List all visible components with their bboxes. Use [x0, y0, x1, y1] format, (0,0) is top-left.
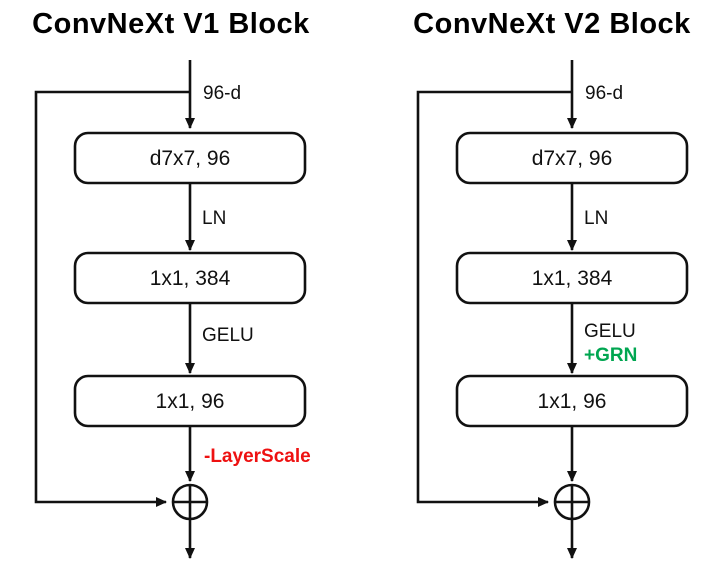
v2-dwconv-label: d7x7, 96: [532, 147, 613, 170]
v1-layerscale-removed-note: -LayerScale: [204, 446, 311, 467]
v2-grn-added-note: +GRN: [584, 345, 637, 366]
v2-block-diagram: ConvNeXt V2 Block 96-d d7x7, 96 LN 1x1, …: [413, 8, 691, 559]
v1-pwconv2-label: 1x1, 96: [156, 390, 225, 413]
v1-block-diagram: ConvNeXt V1 Block 96-d d7x7, 96 LN 1x1, …: [32, 8, 311, 559]
v2-ln-label: LN: [584, 208, 608, 229]
v1-plus-icon: [173, 485, 207, 519]
v1-skip-connection: [34, 90, 190, 507]
v2-pwconv1-label: 1x1, 384: [532, 267, 613, 290]
v2-plus-icon: [555, 485, 589, 519]
v1-gelu-label: GELU: [202, 325, 254, 346]
v1-input-dim-label: 96-d: [203, 83, 241, 104]
v1-ln-label: LN: [202, 208, 226, 229]
v2-skip-connection: [416, 90, 572, 507]
v2-gelu-label: GELU: [584, 321, 636, 342]
v1-pwconv1-label: 1x1, 384: [150, 267, 231, 290]
v1-dwconv-label: d7x7, 96: [150, 147, 231, 170]
v2-input-dim-label: 96-d: [585, 83, 623, 104]
v2-pwconv2-label: 1x1, 96: [538, 390, 607, 413]
v1-title: ConvNeXt V1 Block: [32, 8, 310, 40]
v2-title: ConvNeXt V2 Block: [413, 8, 691, 40]
